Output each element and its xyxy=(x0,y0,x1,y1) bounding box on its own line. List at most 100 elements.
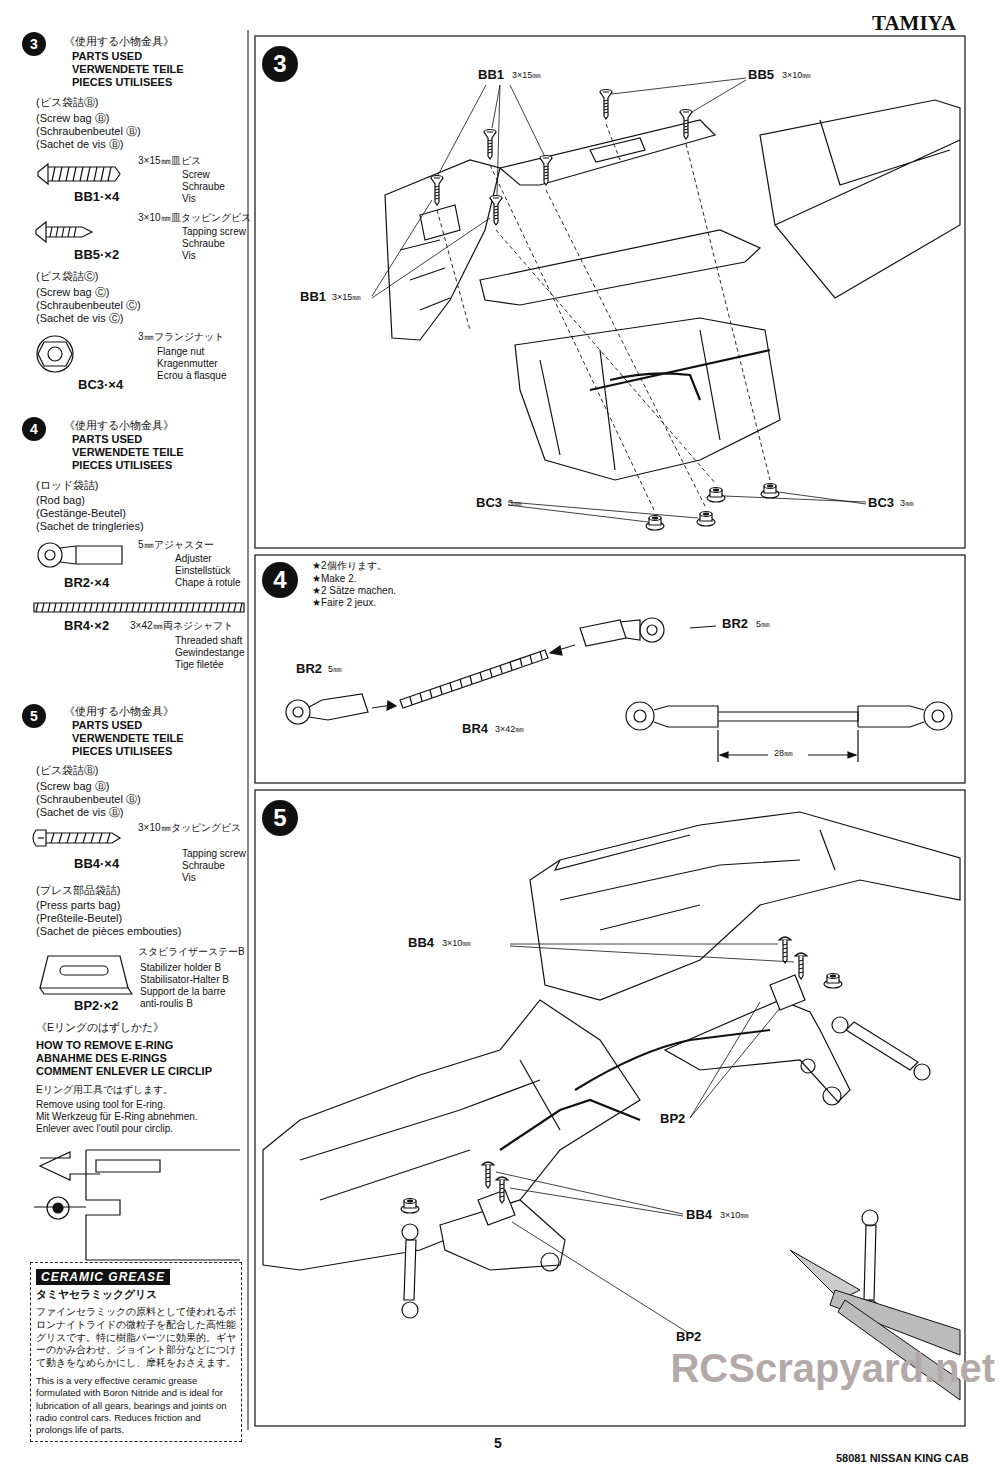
part-label: BC3 xyxy=(868,496,894,510)
part-label: ABNAHME DES E-RINGS xyxy=(36,1052,167,1064)
step-number: 4 xyxy=(273,566,286,594)
label-text: Vis xyxy=(182,193,196,204)
part-label: HOW TO REMOVE E-RING xyxy=(36,1039,173,1051)
label-text: ★2 Sätze machen. xyxy=(312,585,396,596)
label-text: スタビライザーステーB xyxy=(138,946,245,957)
label-text: Vis xyxy=(182,872,196,883)
bc3-nut xyxy=(37,336,73,372)
label-text: (プレス部品袋詰) xyxy=(36,884,120,896)
label-text: ★Faire 2 jeux. xyxy=(312,597,376,608)
br2-adjuster xyxy=(38,543,122,567)
label-text: (Screw bag Ⓑ) xyxy=(36,112,109,124)
label-text: Schraube xyxy=(182,181,225,192)
step-number-circle: 5 xyxy=(262,800,298,836)
part-label: BB4·×4 xyxy=(74,857,119,871)
step5-panel xyxy=(255,790,965,1426)
step5-links xyxy=(401,974,930,1319)
label-text: Mit Werkzeug für E-Ring abnehmen. xyxy=(36,1111,198,1122)
bp2-holder xyxy=(40,956,132,994)
label-text: Einstellstück xyxy=(175,565,231,576)
label-text: (ビス袋詰Ⓑ) xyxy=(36,96,98,108)
step3-chassis xyxy=(385,100,960,480)
part-label: BR2 xyxy=(296,662,322,676)
bb1-screw xyxy=(38,164,120,184)
part-label: PIECES UTILISEES xyxy=(72,745,172,757)
part-label: BC3 xyxy=(476,496,502,510)
part-label: BB4 xyxy=(408,936,434,950)
part-label: BR2·×4 xyxy=(64,576,109,590)
label-text: Gewindestange xyxy=(175,647,245,658)
step3-screws xyxy=(431,90,779,531)
step3-leaders xyxy=(372,78,866,522)
label-text: Schraube xyxy=(182,860,225,871)
label-text: (Schraubenbeutel Ⓒ) xyxy=(36,299,141,311)
label-text: (ロッド袋詰) xyxy=(36,479,98,491)
step-number: 5 xyxy=(273,804,286,832)
e-ring-tool xyxy=(34,1150,240,1260)
grease-banner: CERAMIC GREASE xyxy=(36,1269,170,1285)
part-label: BP2 xyxy=(676,1330,701,1344)
label-text: 3×10㎜タッピングビス xyxy=(138,822,241,833)
label-text: (ビス袋詰Ⓑ) xyxy=(36,764,98,776)
step-number: 4 xyxy=(30,421,38,437)
label-text: Stabilisator-Halter B xyxy=(140,974,229,985)
part-label: PIECES UTILISEES xyxy=(72,76,172,88)
label-text: 3×42㎜ xyxy=(495,725,524,735)
label-text: 3㎜ xyxy=(508,499,522,509)
label-text: 《使用する小物金具》 xyxy=(64,420,174,432)
label-text: 《Eリングのはずしかた》 xyxy=(36,1022,164,1034)
part-label: VERWENDETE TEILE xyxy=(72,732,184,744)
label-text: (Sachet de vis Ⓑ) xyxy=(36,806,123,818)
step5-chassis xyxy=(263,812,960,1271)
label-text: 3×42㎜両ネジシャフト xyxy=(130,620,233,631)
part-label: BB5·×2 xyxy=(74,248,119,262)
label-text: Tapping screw xyxy=(182,848,246,859)
label-text: (Screw bag Ⓑ) xyxy=(36,780,109,792)
label-text: (Schraubenbeutel Ⓑ) xyxy=(36,793,141,805)
part-label: BB1·×4 xyxy=(74,190,119,204)
part-label: PIECES UTILISEES xyxy=(72,459,172,471)
bb5-screw xyxy=(36,222,92,242)
label-text: 5㎜ xyxy=(756,620,770,630)
step4-panel xyxy=(255,555,965,783)
part-label: BC3·×4 xyxy=(78,378,123,392)
label-text: Threaded shaft xyxy=(175,635,242,646)
part-label: PARTS USED xyxy=(72,50,142,62)
label-text: Tige filetée xyxy=(175,659,224,670)
part-label: PARTS USED xyxy=(72,719,142,731)
label-text: (Schraubenbeutel Ⓑ) xyxy=(36,125,141,137)
step-number-circle: 3 xyxy=(22,32,46,56)
label-text: 《使用する小物金具》 xyxy=(64,706,174,718)
label-text: Enlever avec l'outil pour circlip. xyxy=(36,1123,173,1134)
label-text: Adjuster xyxy=(175,553,212,564)
step-number-circle: 5 xyxy=(22,704,46,728)
label-text: 3㎜フランジナット xyxy=(138,331,224,342)
label-text: anti-roulis B xyxy=(140,998,193,1009)
part-label: BR4 xyxy=(462,722,488,736)
bb4-screw xyxy=(33,830,120,846)
label-text: Kragenmutter xyxy=(157,358,218,369)
label-text: 3×10㎜皿タッピングビス xyxy=(138,212,251,223)
label-text: (Sachet de vis Ⓒ) xyxy=(36,312,123,324)
label-text: (Rod bag) xyxy=(36,494,85,506)
label-text: Flange nut xyxy=(157,346,204,357)
label-text: (Screw bag Ⓒ) xyxy=(36,286,109,298)
part-label: BB5 xyxy=(748,68,774,82)
br4-shaft xyxy=(34,603,244,612)
label-text: 3×10㎜ xyxy=(442,939,471,949)
part-label: BB4 xyxy=(686,1208,712,1222)
part-label: VERWENDETE TEILE xyxy=(72,446,184,458)
label-text: (Sachet de tringleries) xyxy=(36,520,144,532)
label-text: 《使用する小物金具》 xyxy=(64,36,174,48)
label-text: (Sachet de pièces embouties) xyxy=(36,925,182,937)
step3-panel xyxy=(255,36,965,548)
step5-leaders xyxy=(496,944,794,1334)
label-text: Vis xyxy=(182,250,196,261)
label-text: Schraube xyxy=(182,238,225,249)
label-text: Tapping screw xyxy=(182,226,246,237)
part-label: BR2 xyxy=(722,617,748,631)
step-number-circle: 3 xyxy=(262,46,298,82)
step-number: 3 xyxy=(30,36,38,52)
part-label: BP2·×2 xyxy=(74,999,118,1013)
label-text: Screw xyxy=(182,169,210,180)
